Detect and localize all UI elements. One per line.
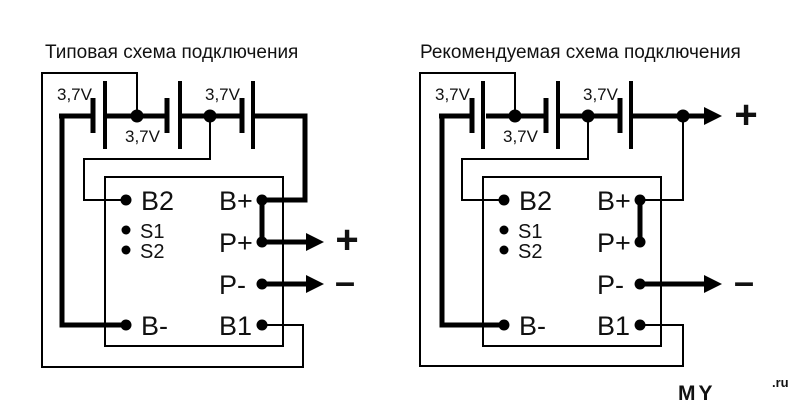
junction-dot xyxy=(130,109,144,123)
junction-dot xyxy=(508,109,522,123)
right-terminal-label-p-minus: P- xyxy=(597,270,624,300)
right-bms-board-box xyxy=(482,176,662,347)
right-terminal-dot-p-minus xyxy=(634,278,646,290)
right-minus-arrow-icon xyxy=(704,275,722,293)
battery-positive-plate-icon xyxy=(178,81,182,149)
junction-dot xyxy=(203,109,217,123)
right-terminal-label-b-plus: B+ xyxy=(597,186,631,216)
battery-negative-plate-icon xyxy=(617,98,623,133)
right-terminal-dot-p-plus xyxy=(634,236,646,248)
right-cell3-voltage-label: 3,7V xyxy=(583,85,619,104)
right-terminal-dot-b2 xyxy=(498,194,510,206)
left-battery-cell-3 xyxy=(239,81,255,149)
right-wire-b-plus-tap xyxy=(640,116,684,201)
right-terminal-label-s1: S1 xyxy=(518,221,542,243)
right-cell1-voltage-label: 3,7V xyxy=(435,85,471,104)
left-terminal-dot-p-minus xyxy=(256,278,268,290)
right-wire-b2-sense xyxy=(461,116,589,201)
left-terminal-label-p-plus: P+ xyxy=(219,228,253,258)
right-terminal-label-p-plus: P+ xyxy=(597,228,631,258)
battery-positive-plate-icon xyxy=(251,81,255,149)
watermark: MY .ru xyxy=(678,375,789,405)
left-minus-output-label: – xyxy=(335,261,355,302)
left-minus-arrow-icon xyxy=(306,275,324,293)
right-diagram-title: Рекомендуемая схема подключения xyxy=(420,42,741,63)
left-terminal-dot-b-plus xyxy=(256,194,268,206)
battery-negative-plate-icon xyxy=(164,98,170,133)
battery-positive-plate-icon xyxy=(629,81,633,149)
left-battery-cell-1 xyxy=(90,81,107,149)
left-terminal-dot-s2 xyxy=(121,245,131,255)
left-plus-output-label: + xyxy=(335,218,358,262)
battery-negative-plate-icon xyxy=(239,98,245,133)
right-wire-b-minus xyxy=(439,116,504,328)
right-battery-cell-3 xyxy=(617,81,633,149)
right-terminal-label-b-minus: B- xyxy=(519,311,546,341)
left-diagram: Типовая схема подключения 3,7V xyxy=(41,42,359,368)
left-cell2-voltage-label: 3,7V xyxy=(125,127,161,146)
battery-negative-plate-icon xyxy=(469,98,475,133)
left-terminal-label-p-minus: P- xyxy=(219,270,246,300)
left-terminal-label-b-plus: B+ xyxy=(219,186,253,216)
watermark-text: MY xyxy=(678,382,716,405)
left-terminal-dot-s1 xyxy=(121,225,131,235)
right-terminal-label-s2: S2 xyxy=(518,241,542,263)
right-plus-arrow-icon xyxy=(704,107,722,125)
left-bms-board-box xyxy=(104,176,284,347)
right-battery-cell-1 xyxy=(469,81,485,149)
left-terminal-dot-p-plus xyxy=(256,236,268,248)
right-wire-b1-sense xyxy=(419,72,684,367)
left-terminal-label-s2: S2 xyxy=(140,241,164,263)
right-terminal-dot-s2 xyxy=(499,245,509,255)
battery-negative-plate-icon xyxy=(543,98,549,133)
left-diagram-title: Типовая схема подключения xyxy=(45,42,298,63)
battery-negative-plate-icon xyxy=(90,98,96,133)
left-wire-b1-sense xyxy=(41,72,304,368)
left-wire-b-minus xyxy=(59,116,126,328)
right-battery-cell-2 xyxy=(543,81,560,149)
left-terminal-label-b-minus: B- xyxy=(141,311,168,341)
left-terminal-dot-b-minus xyxy=(120,319,132,331)
junction-dot xyxy=(581,109,595,123)
left-terminal-label-b2: B2 xyxy=(141,186,174,216)
left-plus-arrow-icon xyxy=(306,233,324,251)
left-wire-b-plus xyxy=(255,113,308,203)
watermark-suffix: .ru xyxy=(772,375,789,390)
right-diagram: Рекомендуемая схема подключения + xyxy=(419,42,758,367)
right-terminal-dot-b-minus xyxy=(498,319,510,331)
left-battery-cell-2 xyxy=(164,81,182,149)
right-terminal-dot-b1 xyxy=(634,319,646,331)
right-plus-output-label: + xyxy=(734,93,757,137)
right-terminal-label-b2: B2 xyxy=(519,186,552,216)
left-terminal-dot-b1 xyxy=(256,319,268,331)
right-terminal-label-b1: B1 xyxy=(597,311,630,341)
battery-positive-plate-icon xyxy=(103,81,107,149)
battery-positive-plate-icon xyxy=(556,81,560,149)
left-terminal-label-s1: S1 xyxy=(140,221,164,243)
right-terminal-dot-s1 xyxy=(499,225,509,235)
battery-positive-plate-icon xyxy=(481,81,485,149)
left-cell3-voltage-label: 3,7V xyxy=(205,85,241,104)
left-terminal-dot-b2 xyxy=(120,194,132,206)
left-cell1-voltage-label: 3,7V xyxy=(57,85,93,104)
right-cell2-voltage-label: 3,7V xyxy=(503,127,539,146)
right-minus-output-label: – xyxy=(734,261,754,302)
left-terminal-label-b1: B1 xyxy=(219,311,252,341)
junction-dot xyxy=(676,109,690,123)
right-terminal-dot-b-plus xyxy=(634,194,646,206)
left-wire-b2-sense xyxy=(83,116,211,201)
